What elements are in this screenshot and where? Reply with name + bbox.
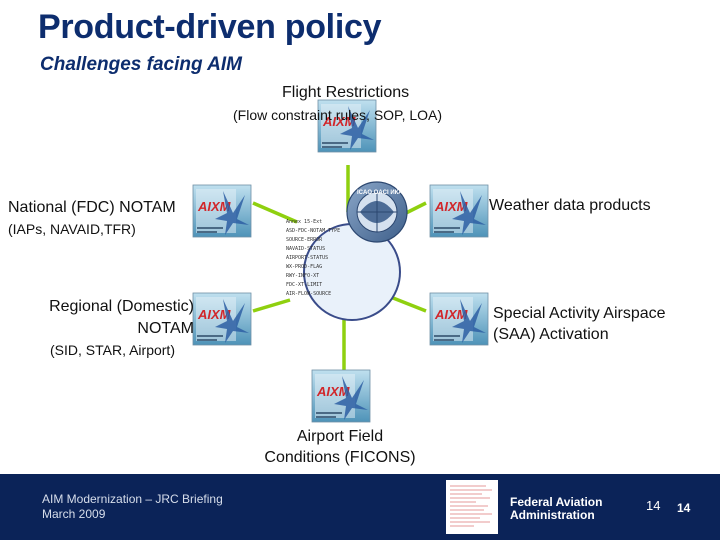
document-line: RWY-INFO-XT bbox=[286, 273, 320, 279]
label-weather-products: Weather data products bbox=[489, 197, 651, 214]
label-regional-notam-line1: Regional (Domestic) bbox=[49, 298, 194, 315]
document-line: Annex 15-Ext bbox=[286, 219, 323, 225]
document-line: ASD-FDC-NOTAM-TYPE bbox=[286, 228, 341, 234]
document-line: AIRPORT-STATUS bbox=[286, 255, 329, 261]
aixm-icon-right-upper bbox=[429, 184, 489, 238]
label-saa-line1: Special Activity Airspace bbox=[493, 305, 666, 322]
document-line: NAVAID-STATUS bbox=[286, 246, 326, 252]
sublabel-regional-notam: (SID, STAR, Airport) bbox=[50, 342, 175, 358]
emblem-text: ICAO OACI ИКАО bbox=[357, 190, 408, 196]
sublabel-flight-restrictions: (Flow constraint rules, SOP, LOA) bbox=[233, 107, 443, 123]
footer-page-number-light: 14 bbox=[646, 498, 661, 513]
document-line: WX-PROD-FLAG bbox=[286, 264, 323, 270]
label-flight-restrictions: Flight Restrictions bbox=[282, 84, 410, 101]
footer-date: March 2009 bbox=[42, 507, 106, 521]
label-regional-notam-line2: NOTAM bbox=[137, 320, 194, 337]
aixm-icon-left-upper bbox=[192, 184, 252, 238]
connector-right-lower bbox=[387, 294, 427, 313]
document-line: SOURCE-ERROR bbox=[286, 237, 323, 243]
faa-document-thumbnail bbox=[446, 480, 498, 534]
label-national-notam: National (FDC) NOTAM bbox=[8, 199, 176, 216]
center-document: Annex 15-Ext ASD-FDC-NOTAM-TYPE SOURCE-E… bbox=[286, 218, 386, 299]
aixm-icon-left-lower bbox=[192, 292, 252, 346]
aixm-icon-right-lower bbox=[429, 292, 489, 346]
connector-left-upper bbox=[252, 201, 298, 224]
document-line: FDC-XT-LIMIT bbox=[286, 282, 323, 288]
footer-agency-line1: Federal Aviation bbox=[510, 495, 603, 509]
icao-emblem bbox=[346, 181, 408, 243]
footer-briefing: AIM Modernization – JRC Briefing bbox=[42, 492, 223, 506]
sublabel-national-notam: (IAPs, NAVAID,TFR) bbox=[8, 221, 136, 237]
page-subtitle: Challenges facing AIM bbox=[40, 54, 242, 75]
product-diagram: AIXM bbox=[192, 99, 489, 423]
label-ficons-line2: Conditions (FICONS) bbox=[264, 449, 416, 466]
page-title: Product-driven policy bbox=[38, 8, 382, 46]
aixm-icon-bottom bbox=[311, 369, 371, 423]
document-line: AIR-FLOW-SOURCE bbox=[286, 291, 332, 297]
connector-left-lower bbox=[252, 298, 291, 313]
footer-page-number: 14 bbox=[677, 501, 691, 515]
footer-agency-line2: Administration bbox=[510, 508, 595, 522]
label-saa-line2: (SAA) Activation bbox=[493, 326, 609, 343]
footer-bar: AIM Modernization – JRC Briefing March 2… bbox=[0, 474, 720, 540]
label-ficons-line1: Airport Field bbox=[296, 428, 384, 445]
